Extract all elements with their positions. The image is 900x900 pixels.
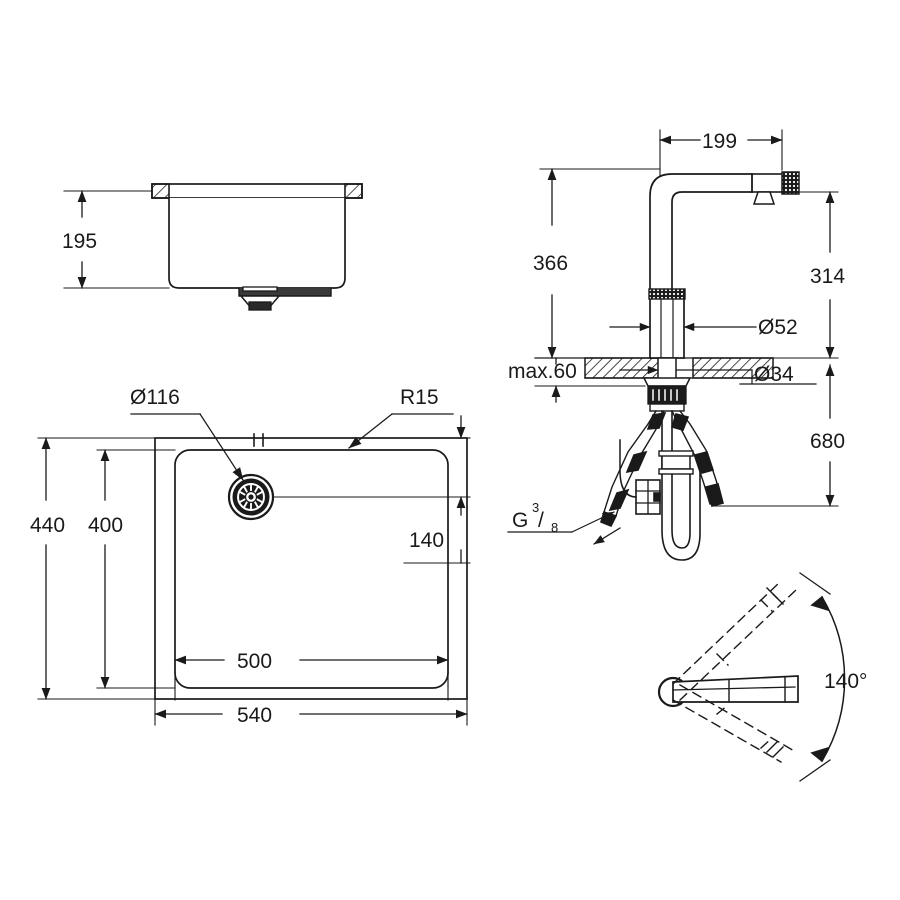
supply-hose-right: [670, 410, 724, 507]
spout-inner-contour: [671, 191, 753, 298]
leader-mount-hole-diameter: [619, 365, 817, 385]
swivel-angle-label: 140°: [824, 670, 867, 693]
dim-label-540: 540: [237, 704, 272, 727]
dim-label-680: 680: [810, 430, 845, 453]
spout-lower-collar-marks: [766, 741, 784, 758]
faucet-body-column: [649, 296, 685, 359]
thread-numerator: 3: [532, 500, 539, 515]
pull-down-hose: [658, 410, 701, 561]
sink-outer-rim-outline: [154, 437, 468, 700]
sink-bowl-profile: [168, 197, 346, 289]
thread-prefix: G: [512, 509, 528, 532]
callout-label-supply-thread: G 3 / 8: [512, 500, 558, 535]
spout-position-center: [672, 675, 799, 703]
dim-label-400: 400: [88, 514, 123, 537]
callout-label-drain-diameter: Ø116: [130, 386, 180, 409]
callout-label-body-diameter: Ø52: [758, 316, 798, 339]
rim-flange-hatch-right: [344, 183, 363, 199]
arc-arrow-top: [810, 595, 830, 612]
pull-out-spray-head: [751, 171, 800, 205]
spout-upper-collar-marks: [766, 587, 784, 605]
leader-supply-thread: [507, 511, 621, 545]
supply-hose-left: [600, 410, 667, 528]
angle-ray-lower: [799, 759, 831, 782]
dim-label-140: 140: [409, 529, 444, 552]
mounting-washer: [642, 377, 692, 387]
spray-mode-button: [752, 191, 776, 205]
dim-label-195: 195: [62, 230, 97, 253]
leader-drain-diameter: [130, 413, 244, 481]
center-mark-top-edge: [253, 433, 264, 447]
faucet-handle-collar: [648, 288, 686, 300]
dim-label-366: 366: [533, 252, 568, 275]
rim-flange-hatch-left: [151, 183, 170, 199]
thread-denominator: 8: [551, 520, 558, 535]
dim-label-500: 500: [237, 650, 272, 673]
coupling-branch-hose: [619, 439, 637, 498]
swivel-angle-arc: [820, 595, 846, 763]
sink-drain-strainer: [227, 473, 275, 521]
dim-label-199: 199: [702, 130, 737, 153]
view-faucet-elevation: [507, 129, 839, 561]
arc-arrow-bottom: [810, 746, 830, 763]
callout-label-mount-hole-diameter: Ø34: [754, 363, 794, 386]
view-sink-side-elevation: [63, 183, 363, 311]
spray-head-aerator: [781, 171, 800, 195]
sink-inner-bowl-outline: [174, 449, 449, 689]
dim-label-314: 314: [810, 265, 845, 288]
spout-outer-contour: [649, 173, 753, 298]
view-swivel-range: [657, 572, 846, 782]
callout-label-max-deck-thickness: max.60: [508, 360, 577, 383]
thread-slash: /: [538, 509, 544, 532]
sink-drain-outlet-side: [238, 286, 332, 311]
hose-quick-coupling: [635, 479, 661, 515]
angle-ray-upper: [799, 572, 831, 595]
spout-position-upper: [672, 580, 797, 701]
counter-deck-section: [534, 357, 774, 379]
spout-position-lower: [672, 684, 797, 763]
dim-label-440: 440: [30, 514, 65, 537]
sink-rim-profile: [151, 183, 363, 199]
view-sink-plan: [37, 413, 471, 726]
callout-label-corner-radius: R15: [400, 386, 439, 409]
hose-weight: [661, 454, 691, 470]
leader-corner-radius: [348, 413, 454, 449]
